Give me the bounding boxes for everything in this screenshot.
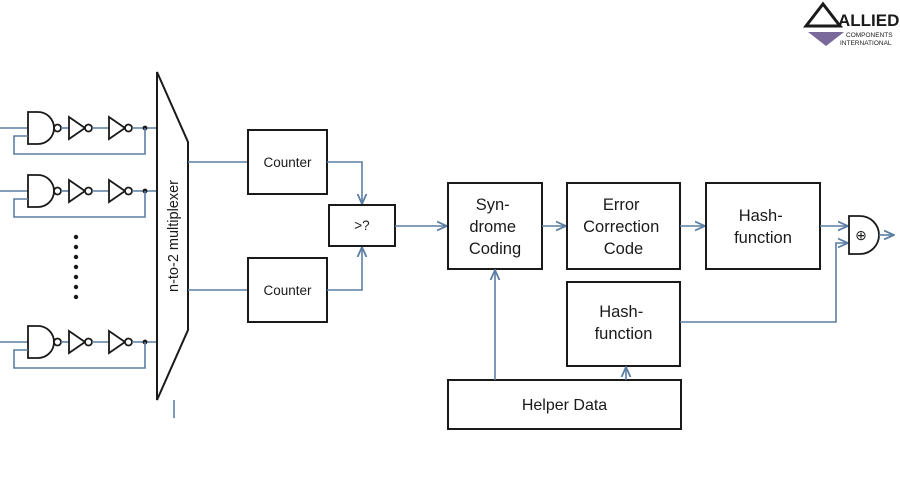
multiplexer-block xyxy=(156,71,189,401)
syndrome-coding-block: Syn- drome Coding xyxy=(447,182,543,270)
comparator-block: >? xyxy=(328,204,396,247)
hash-top-line-2: function xyxy=(734,229,792,247)
mux-label: n-to-2 multiplexer xyxy=(166,180,182,292)
logo-sub-international: INTERNATIONAL xyxy=(840,40,892,47)
hash-mid-line-1: Hash- xyxy=(599,303,643,321)
syndrome-line-3: Coding xyxy=(469,240,521,258)
wire-counter-bottom-to-compare xyxy=(327,247,362,291)
ecc-label: Error Correction Code xyxy=(583,196,664,258)
ecc-line-1: Error xyxy=(603,196,640,214)
xor-symbol: ⊕ xyxy=(855,227,867,243)
ecc-line-3: Code xyxy=(604,240,643,258)
hash-mid-line-2: function xyxy=(595,325,653,343)
logo-violet-chevron xyxy=(808,32,844,46)
hash-top-line-1: Hash- xyxy=(739,207,783,225)
hash-mid-label: Hash- function xyxy=(595,303,653,343)
ring-oscillator-2 xyxy=(0,174,161,218)
hash-function-mid-block: Hash- function xyxy=(566,281,681,367)
hash-function-top-block: Hash- function xyxy=(705,182,821,270)
logo-name: ALLIED xyxy=(838,11,899,30)
counter-bottom-label: Counter xyxy=(263,283,312,298)
syndrome-label: Syn- drome Coding xyxy=(469,196,521,258)
ring-oscillator-1 xyxy=(0,111,161,155)
helper-data-block: Helper Data xyxy=(447,379,682,430)
counter-top-label: Counter xyxy=(263,155,312,170)
ellipsis-dots xyxy=(73,234,79,300)
ecc-block: Error Correction Code xyxy=(566,182,681,270)
comparator-label: >? xyxy=(354,218,369,233)
wire-counter-top-to-compare xyxy=(327,161,362,204)
ecc-line-2: Correction xyxy=(583,218,659,236)
logo-triangle-mark xyxy=(802,1,844,28)
helper-data-label: Helper Data xyxy=(522,397,607,414)
syndrome-line-1: Syn- xyxy=(476,196,510,214)
counter-bottom-block: Counter xyxy=(247,257,328,323)
counter-top-block: Counter xyxy=(247,129,328,195)
ring-oscillator-n xyxy=(0,325,161,369)
wire-hash-mid-to-xor xyxy=(680,243,848,323)
allied-logo: ALLIED COMPONENTS INTERNATIONAL xyxy=(802,1,899,47)
syndrome-line-2: drome xyxy=(469,218,516,236)
xor-gate: ⊕ xyxy=(848,215,880,255)
hash-top-label: Hash- function xyxy=(734,207,792,247)
logo-sub-components: COMPONENTS xyxy=(846,32,893,39)
